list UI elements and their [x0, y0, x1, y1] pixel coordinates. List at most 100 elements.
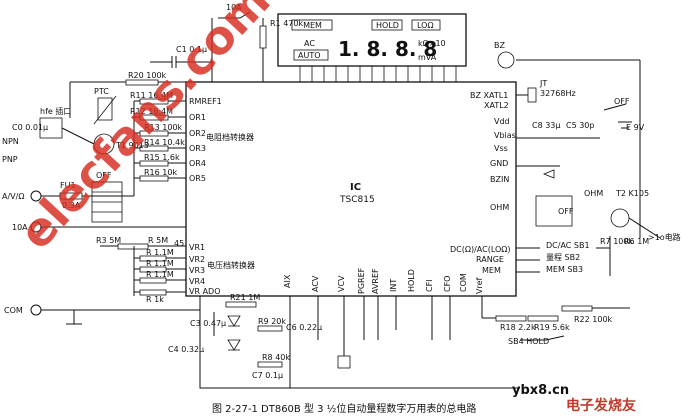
hfe-socket	[39, 117, 63, 139]
c8-label: C8 33μ	[532, 121, 561, 130]
pin-label: VCV	[337, 275, 346, 292]
r8-label: R8 40k	[262, 353, 290, 362]
pin-label: HOLD	[407, 269, 416, 292]
pin-label: OR3	[189, 144, 206, 153]
lcd-hold-box	[371, 19, 403, 31]
c4-label: C4 0.32μ	[168, 345, 204, 354]
ic-left-pins: RMREF1 OR1 OR2 OR3 OR4 OR5	[189, 97, 222, 183]
pin-label: XATL2	[484, 101, 509, 110]
pin-label: VR3	[189, 266, 205, 275]
right-network: BZ JT 32768Hz C8 33μ C5 30p OFF E 9V OHM…	[494, 41, 681, 276]
pin-label: INT	[389, 279, 398, 292]
pin-label: VR1	[189, 243, 205, 252]
switch-wire	[218, 11, 251, 19]
pin-label: OR2	[189, 129, 206, 138]
pin-label: DC(Ω)/AC(LOΩ)	[450, 245, 511, 254]
footer-site: ybx8.cn	[512, 383, 569, 398]
ten-a-label: 10A	[12, 223, 28, 232]
sb2-label: 量程 SB2	[546, 253, 580, 262]
r21-label: R21 1M	[230, 293, 260, 302]
figure-caption: 图 2-27-1 DT860B 型 3 ½位自动量程数字万用表的总电路	[212, 402, 476, 415]
bottom-network: R21 1M C3 0.47μ R9 20k R8 40k C4 0.32μ C…	[168, 293, 520, 389]
input-jacks: A/V/Ω FU1 0.3A 10A COM	[2, 181, 200, 325]
pin-num: 45	[174, 239, 184, 248]
lcd-auto-box	[293, 49, 329, 61]
t1-label: T1 9013	[115, 141, 149, 150]
r19-label: R19 5.6k	[534, 323, 570, 332]
ic-part: TSC815	[339, 195, 375, 205]
r18-label: R18 2.2k	[500, 323, 536, 332]
hold-switch-label: SB4 HOLD	[508, 337, 549, 346]
pin-label: RANGE	[476, 255, 504, 264]
pin-label: AIX	[283, 274, 292, 288]
lcd-lo-box	[411, 19, 441, 31]
pin-label: CFI	[425, 279, 434, 292]
lcd-digits: 1. 8. 8. 8	[338, 37, 437, 61]
sb1-label: DC/AC SB1	[546, 241, 590, 250]
pin-label: MEM	[482, 266, 501, 275]
resistor-label: R11 16.4M	[130, 91, 173, 100]
hfe-label: hfe 插口	[40, 106, 71, 116]
lcd-mem: · MEM	[298, 21, 322, 30]
rx-label: R1 470k	[270, 19, 303, 28]
ic-ref: IC	[350, 182, 361, 193]
resistor-label: R16 10k	[144, 168, 177, 177]
r9-label: R9 20k	[258, 317, 286, 326]
pin-label: OR4	[189, 159, 206, 168]
transistor-t2	[610, 208, 630, 228]
ptc-label: PTC	[94, 87, 109, 96]
diode	[542, 169, 555, 179]
com-label: COM	[4, 306, 23, 315]
pin-label: VR ADO	[189, 287, 221, 296]
pin-label: RMREF1	[189, 97, 222, 106]
ic-body	[185, 81, 517, 297]
c0-label: C0 0.01μ	[12, 123, 48, 132]
resistor-label: R 5M	[148, 236, 168, 245]
fu1-value: 0.3A	[62, 201, 81, 210]
resistor-label: R13 100k	[144, 123, 183, 132]
pot	[337, 355, 351, 369]
jack-com	[30, 304, 42, 316]
ic-vr-pins: VR1 VR2 VR3 VR4 VR ADO 45	[174, 239, 221, 296]
c3-label: C3 0.47μ	[190, 319, 226, 328]
lcd-mem-box	[291, 19, 333, 31]
bottom-right-network: R18 2.2k R19 5.6k R22 100k SB4 HOLD	[481, 296, 630, 346]
off-right: OFF	[614, 97, 630, 106]
ic-bottom-pins: AIX ACV VCV PGREF AVREF INT HOLD CFI CFO…	[283, 267, 484, 294]
pin-label: BZ XATL1	[470, 91, 508, 100]
display-bus	[299, 66, 457, 82]
pin-label: Vss	[494, 144, 508, 153]
c6-label: C6 0.22μ	[286, 323, 322, 332]
r6-label: R6 1M	[624, 237, 649, 246]
pin-label: OR1	[189, 113, 206, 122]
resistor-label: R15 1.6k	[144, 153, 180, 162]
off-right-2: OFF	[558, 207, 574, 216]
c1-label: C1 0.1μ	[176, 45, 207, 54]
aux-label: >1o电路	[648, 232, 681, 242]
vr-network: R3 5M R 5M R 1.1M R 1.1M R 1.1M R 1k	[96, 236, 186, 304]
pin-label: OHM	[490, 203, 509, 212]
off-left: OFF	[96, 171, 112, 180]
r5m-label: R3 5M	[96, 236, 121, 245]
lcd-hold: HOLD	[376, 21, 399, 30]
pin-label: Vdd	[494, 117, 510, 126]
ptc-element	[97, 97, 113, 121]
fu1-label: FU1	[60, 181, 76, 190]
c5-label: C5 30p	[566, 121, 594, 130]
pin-label: Vref	[475, 277, 484, 294]
pin-label: BZIN	[490, 175, 509, 184]
lcd-lo: LOΩ	[417, 21, 434, 30]
resistor-label: R12 16.4M	[130, 107, 173, 116]
r7-label: R7 100k	[600, 237, 633, 246]
pin-label: OR5	[189, 174, 206, 183]
resistor-label: R 1.1M	[146, 270, 174, 279]
pin-label: COM	[459, 273, 468, 292]
pnp-label: PNP	[2, 155, 18, 164]
ohm-range-label: 电阻档转换器	[206, 132, 254, 142]
resistor-label: R 1k	[146, 295, 164, 304]
crystal-label: JT	[539, 79, 547, 88]
v-range-label: 电压档转换器	[207, 260, 255, 270]
ohm-right-label: OHM	[584, 189, 603, 198]
